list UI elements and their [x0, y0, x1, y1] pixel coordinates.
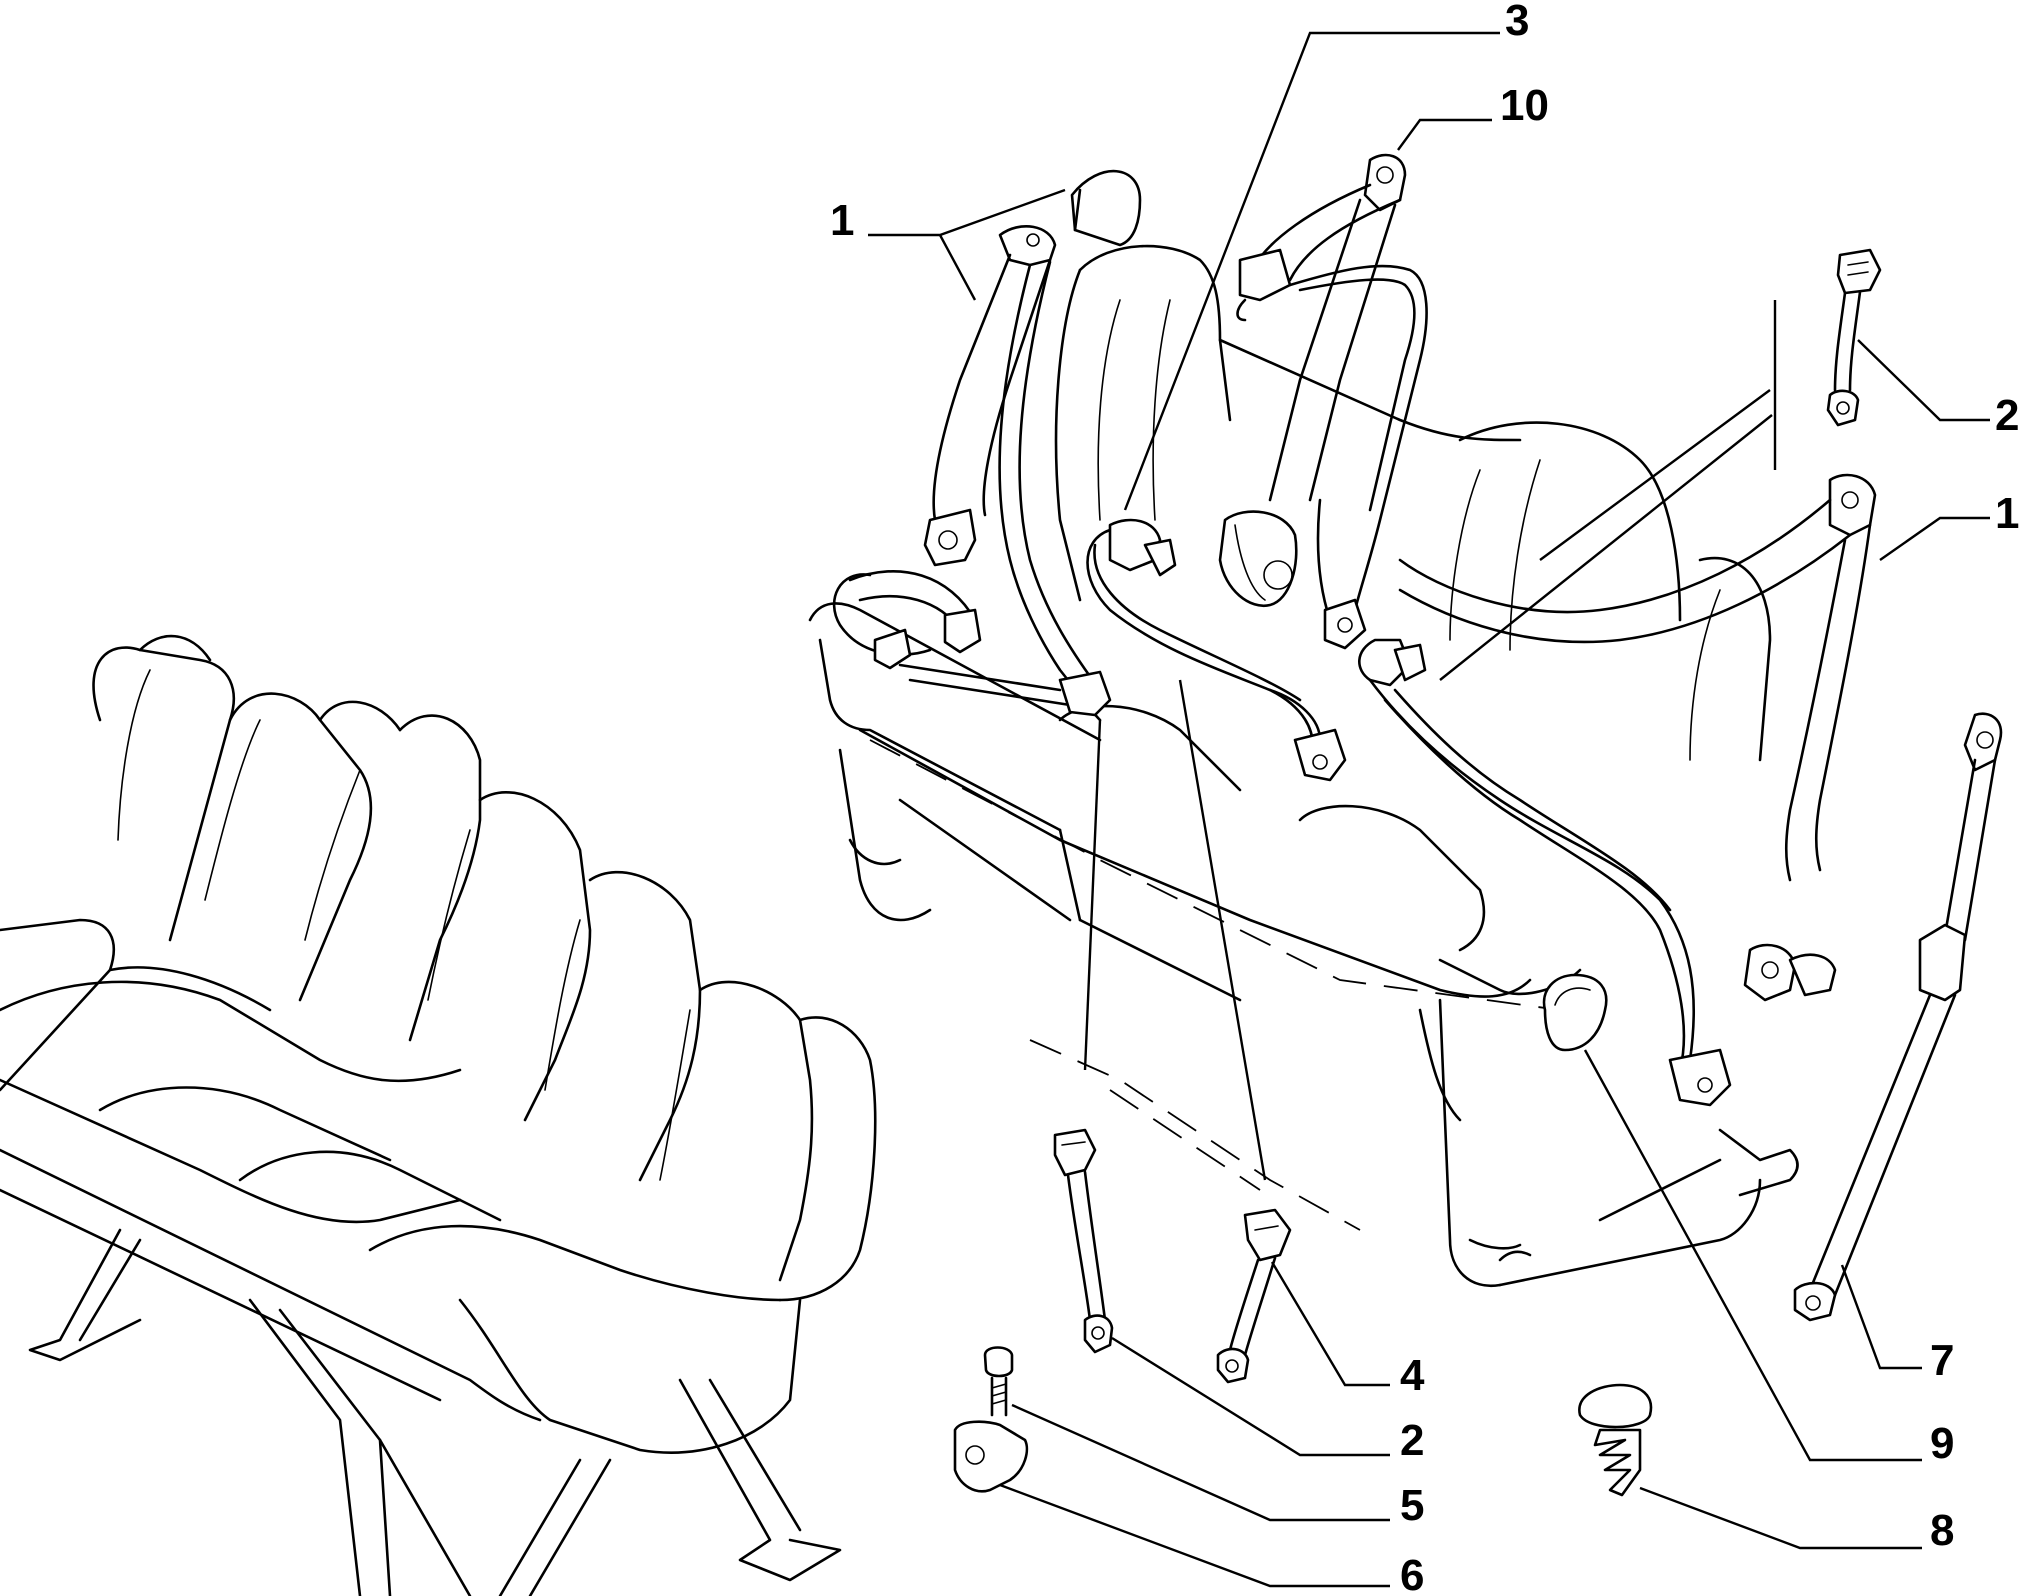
callout-labels: 1 3 10 2 1 4 2 5 6 7 9 8	[830, 0, 2019, 1596]
buckle-4	[1216, 1208, 1292, 1384]
callout-7: 7	[1930, 1336, 1954, 1385]
buckle-2-bottom	[1053, 1128, 1114, 1354]
seat-belt-center-lap	[1086, 518, 1347, 782]
bushing-9	[1542, 973, 1608, 1052]
callout-1-left: 1	[830, 196, 854, 245]
front-bench-seat	[0, 634, 877, 1596]
seat-belt-left	[832, 169, 1142, 722]
callout-6: 6	[1400, 1551, 1424, 1596]
screw-5	[983, 1346, 1014, 1417]
callout-2-bottom: 2	[1400, 1416, 1424, 1465]
buckle-2-top	[1826, 248, 1882, 427]
leader-lines	[868, 31, 1990, 1588]
callout-8: 8	[1930, 1506, 1954, 1555]
seat-belt-center-upper	[1218, 153, 1428, 650]
callout-3: 3	[1505, 0, 1529, 45]
callout-5: 5	[1400, 1481, 1424, 1530]
rear-bench-seat	[808, 244, 1799, 1288]
clip-8	[1578, 1383, 1653, 1497]
callout-1-right: 1	[1995, 489, 2019, 538]
callout-10: 10	[1500, 81, 1549, 130]
callout-9: 9	[1930, 1419, 1954, 1468]
callout-2-top: 2	[1995, 391, 2019, 440]
anchor-plate-6	[953, 1420, 1029, 1493]
buckle-strap-7	[1793, 712, 2003, 1322]
seat-belt-right	[1358, 473, 1877, 1107]
phantom-outline	[869, 739, 1561, 1231]
callout-4: 4	[1400, 1351, 1425, 1400]
